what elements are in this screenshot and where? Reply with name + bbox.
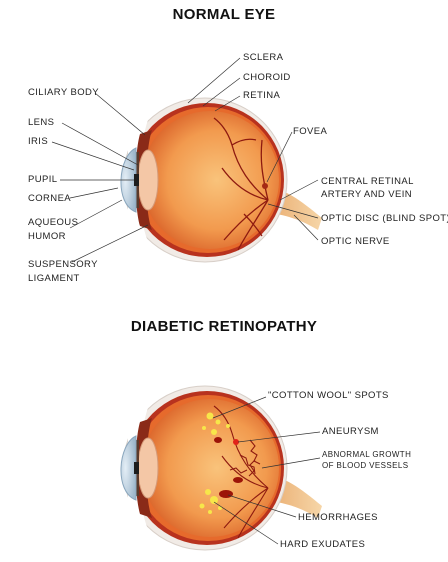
lens-shape [137, 149, 159, 211]
pupil-shape [134, 174, 139, 186]
label-iris: IRIS [28, 136, 49, 147]
retinal-vessels [213, 117, 269, 251]
label-abnormal-growth-line2: OF BLOOD VESSELS [322, 461, 409, 470]
dr-exudates [199, 412, 230, 514]
vitreous-shape [141, 111, 279, 249]
dr-hemorrhages [214, 437, 243, 498]
label-choroid: CHOROID [243, 72, 291, 83]
label-cotton-wool-spots: "COTTON WOOL" SPOTS [268, 390, 389, 401]
label-sclera: SCLERA [243, 52, 284, 63]
label-aqueous-line1: AQUEOUS [28, 217, 79, 228]
label-aneurysm: ANEURYSM [322, 426, 379, 437]
dr-aneurysm-spot [233, 439, 239, 445]
label-pupil: PUPIL [28, 174, 58, 185]
label-hemorrhages: HEMORRHAGES [298, 512, 378, 523]
dr-vitreous-shape [141, 399, 279, 537]
dr-abnormal-vessels [213, 405, 269, 539]
label-ciliary-body: CILIARY BODY [28, 87, 99, 98]
dr-leader-lines [212, 396, 321, 545]
diabetic-retinopathy-title: DIABETIC RETINOPATHY [130, 318, 318, 335]
label-central-retinal-line2: ARTERY AND VEIN [321, 189, 413, 200]
normal-eye-title: NORMAL EYE [172, 6, 276, 23]
label-hard-exudates: HARD EXUDATES [280, 539, 366, 550]
label-optic-nerve: OPTIC NERVE [321, 236, 390, 247]
label-fovea: FOVEA [293, 126, 328, 137]
label-suspensory-line1: SUSPENSORY [28, 259, 98, 270]
label-cornea: CORNEA [28, 193, 72, 204]
label-central-retinal-line1: CENTRAL RETINAL [321, 176, 414, 187]
label-retina: RETINA [243, 90, 281, 101]
label-abnormal-growth-line1: ABNORMAL GROWTH [322, 450, 412, 459]
normal-eye-drawing [120, 97, 322, 263]
dr-eye-drawing [120, 385, 322, 551]
label-aqueous-line2: HUMOR [28, 231, 66, 242]
fovea-shape [262, 183, 268, 189]
label-lens: LENS [28, 117, 55, 128]
label-optic-disc: OPTIC DISC (BLIND SPOT) [321, 213, 448, 224]
label-suspensory-line2: LIGAMENT [28, 273, 80, 284]
normal-eye-leader-lines [51, 57, 319, 263]
